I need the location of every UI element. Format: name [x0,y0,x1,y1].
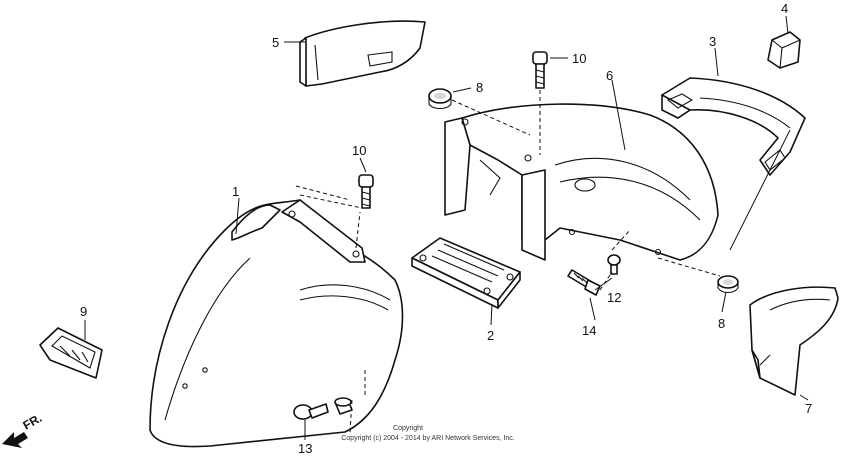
rear-cover-part [749,286,839,396]
front-fender-part [149,199,404,448]
callout-2: 2 [487,328,494,343]
callout-6: 6 [606,68,613,83]
callout-4: 4 [781,1,788,16]
collar-part [334,397,353,415]
clip-part [767,31,801,69]
copyright-line2: Copyright (c) 2004 - 2014 by ARI Network… [341,435,515,442]
direction-label: FR. [21,411,45,433]
callout-7: 7 [805,401,812,416]
callout-12: 12 [607,290,621,305]
inner-fender-part [444,103,719,261]
side-cover-part [299,20,426,87]
callout-9: 9 [80,304,87,319]
callout-10-upper: 10 [572,51,586,66]
screw-part [607,254,621,275]
copyright-block: Copyright Copyright (c) 2004 - 2014 by A… [341,425,515,442]
arrow-icon [2,432,28,448]
callout-labels: 1 2 3 4 5 6 7 8 8 9 10 10 12 13 14 [80,1,812,456]
callout-8-lower: 8 [718,316,725,331]
leader-lines [84,15,809,440]
grommet-part-lower [717,275,739,294]
reflector-part [39,327,103,379]
bolt-part-upper [532,51,548,89]
fender-bracket-part [411,237,521,309]
callout-3: 3 [709,34,716,49]
assembly-lines [295,90,721,433]
grommet-part-upper [428,88,452,110]
callout-5: 5 [272,35,279,50]
callout-13: 13 [298,441,312,456]
callout-1: 1 [232,184,239,199]
flange-bolt-part [293,403,329,420]
bolt-part-lower [358,174,374,209]
callout-8-upper: 8 [476,80,483,95]
long-bolt-part [567,269,601,296]
callout-14: 14 [582,323,596,338]
front-direction-indicator: FR. [2,411,44,448]
grab-rail-part [661,77,806,176]
callout-10-lower: 10 [352,143,366,158]
copyright-line1: Copyright [393,425,423,432]
